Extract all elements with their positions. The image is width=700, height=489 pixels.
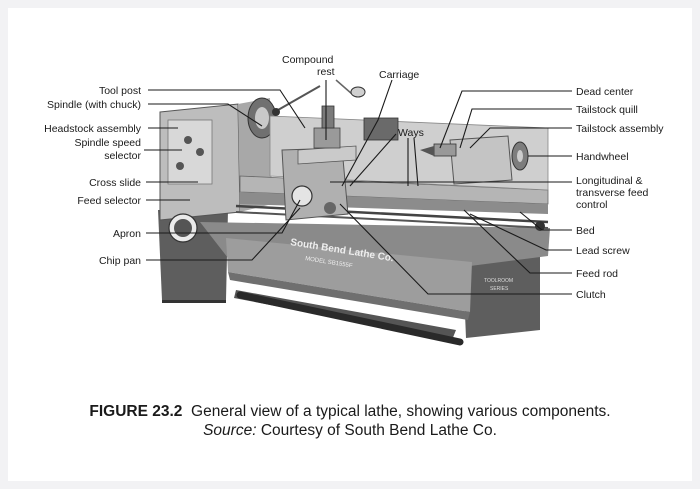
label-tool-post: Tool post [99,85,141,97]
label-feed-rod: Feed rod [576,268,618,280]
label-cross-slide: Cross slide [89,177,141,189]
label-long-feed-3: control [576,199,608,211]
label-tailstock-assembly: Tailstock assembly [576,123,664,135]
label-spindle-speed-2: selector [104,150,141,162]
label-tailstock-quill: Tailstock quill [576,104,638,116]
label-long-feed-1: Longitudinal & [576,175,643,187]
series-text-1: TOOLROOM [484,278,513,284]
caption-source-label: Source: [203,422,257,439]
label-apron: Apron [113,228,141,240]
label-ways: Ways [398,127,424,139]
label-spindle-speed-1: Spindle speed [74,137,141,149]
figure-number: FIGURE 23.2 [89,403,183,420]
label-feed-selector: Feed selector [77,195,141,207]
label-long-feed-2: transverse feed [576,187,649,199]
lathe-illustration: South Bend Lathe Co. MODEL SB1555F TOOLR… [158,79,550,346]
series-text-2: SERIES [490,286,509,292]
label-dead-center: Dead center [576,86,634,98]
label-bed: Bed [576,225,595,237]
label-spindle: Spindle (with chuck) [47,99,141,111]
label-compound-rest-1: Compound [282,54,334,66]
leader-lines [144,79,572,295]
label-compound-rest-2: rest [317,66,335,78]
label-carriage: Carriage [379,69,419,81]
label-chip-pan: Chip pan [99,255,141,267]
label-handwheel: Handwheel [576,151,629,163]
caption-source-text: Courtesy of South Bend Lathe Co. [260,422,497,439]
label-lead-screw: Lead screw [576,245,630,257]
callout-labels: Compound rest Carriage Tool post Spindle… [44,54,664,301]
caption-text: General view of a typical lathe, showing… [191,403,611,420]
label-headstock-assembly: Headstock assembly [44,123,142,135]
figure-caption: FIGURE 23.2 General view of a typical la… [80,402,620,440]
label-clutch: Clutch [576,289,606,301]
